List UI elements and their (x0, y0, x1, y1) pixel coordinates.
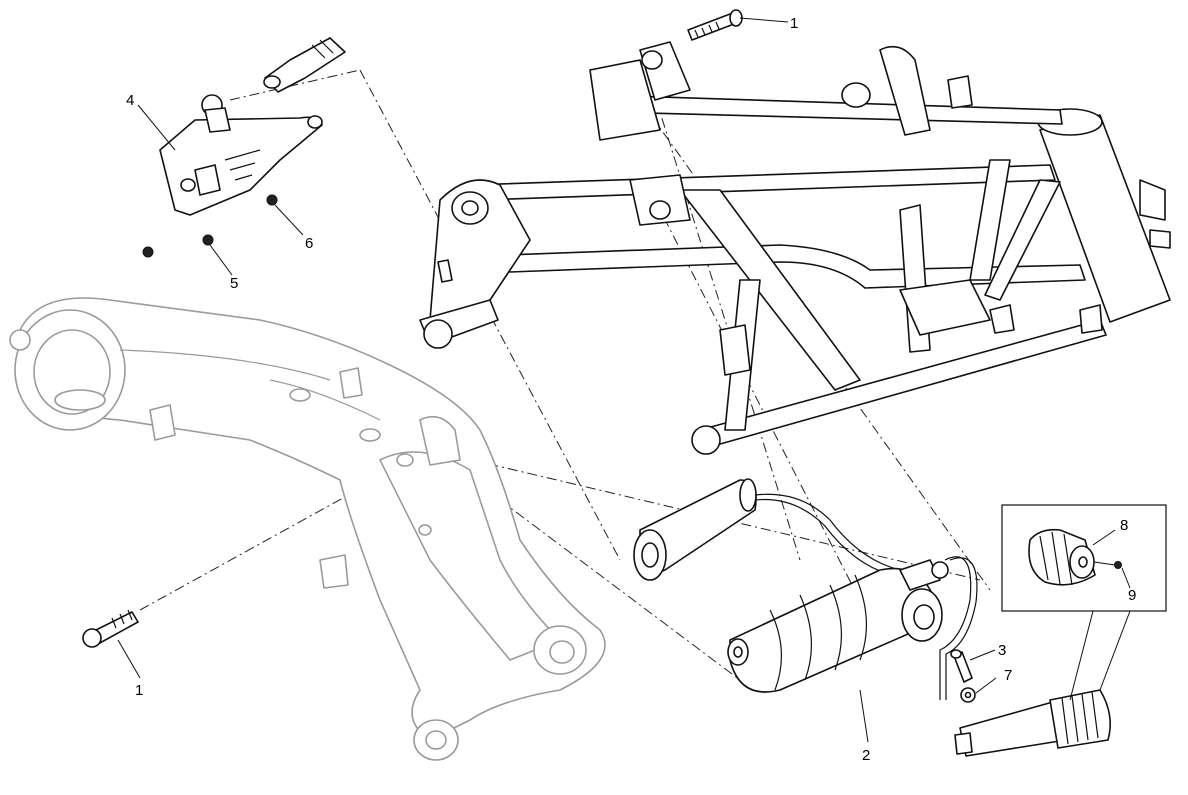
preload-adjuster (954, 689, 1111, 757)
callout-2: 2 (862, 747, 870, 764)
callout-1-top: 1 (790, 15, 798, 32)
callout-7: 7 (1004, 667, 1012, 684)
leader-lines (117, 17, 1131, 743)
callout-1-left: 1 (135, 682, 143, 699)
frame-trellis (419, 41, 1171, 455)
callout-4: 4 (126, 92, 134, 109)
shock-absorber (727, 556, 978, 700)
detail-box (1001, 504, 1167, 701)
screw-3 (950, 649, 973, 683)
callout-5: 5 (230, 275, 238, 292)
callout-8: 8 (1120, 517, 1128, 534)
nut-6 (266, 194, 278, 206)
screw-9 (1093, 561, 1122, 569)
bolt-left (82, 609, 139, 648)
callout-3: 3 (998, 642, 1006, 659)
screw-5 (142, 234, 214, 258)
adjuster-knob (1028, 528, 1096, 586)
callout-6: 6 (305, 235, 313, 252)
sensor-bracket (159, 37, 346, 216)
callout-9: 9 (1128, 587, 1136, 604)
bolt-top (687, 9, 743, 41)
shock-reservoir (633, 478, 901, 581)
washer-7 (960, 687, 976, 703)
swingarm (9, 297, 606, 761)
